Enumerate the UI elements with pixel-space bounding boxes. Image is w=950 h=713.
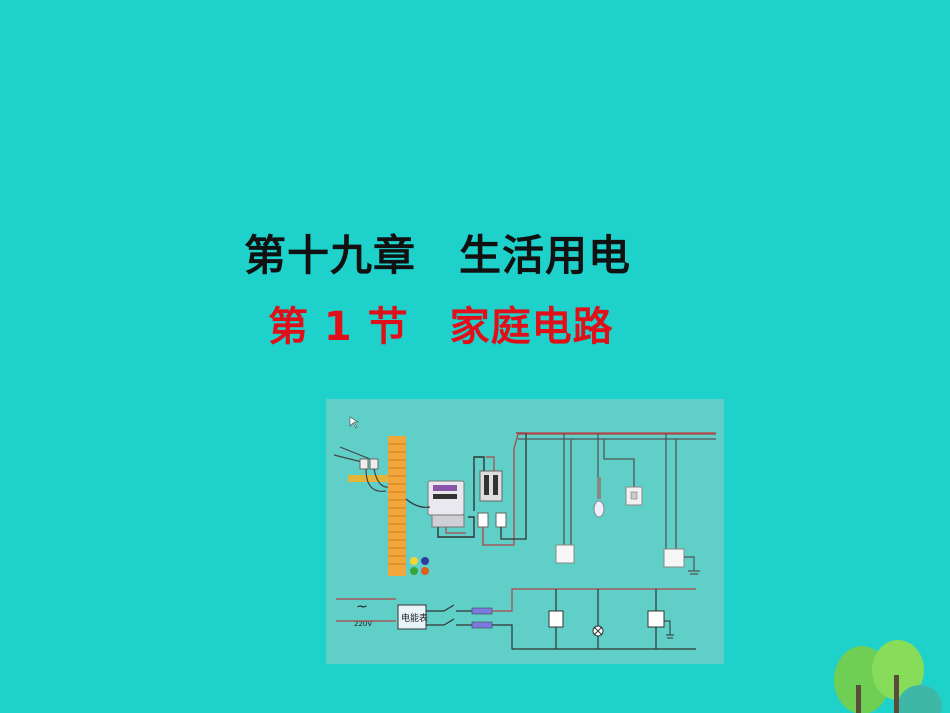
- voltage-label: 220V: [354, 620, 372, 628]
- indicator-dot: [421, 567, 429, 575]
- lamp: [593, 477, 605, 518]
- fuse-symbol: [471, 607, 493, 615]
- meter-label: 电能表: [401, 612, 428, 624]
- fuse-symbol: [471, 621, 493, 629]
- ac-symbol: ~: [356, 599, 368, 615]
- schematic: ~ 220V 电能表: [336, 588, 696, 650]
- support-bar: [348, 475, 400, 482]
- meter-symbol: [397, 604, 427, 630]
- socket-symbol: [548, 610, 564, 628]
- indicator-dot: [410, 557, 418, 565]
- indicator-dot: [421, 557, 429, 565]
- cursor-icon: [349, 416, 360, 429]
- knife-switch: [479, 470, 503, 502]
- energy-meter: [427, 480, 465, 528]
- household-circuit-diagram: ~ 220V 电能表: [326, 399, 724, 664]
- three-pin-socket-symbol: [647, 610, 665, 628]
- slide-subtitle: 第 1 节 家庭电路: [268, 304, 614, 350]
- fuse: [495, 512, 507, 528]
- three-pin-socket: [663, 548, 685, 568]
- brick-wall: [388, 436, 406, 576]
- indicator-dot: [410, 567, 418, 575]
- insulator: [369, 458, 379, 470]
- insulator: [359, 458, 369, 470]
- fuse: [477, 512, 489, 528]
- slide-title: 第十九章 生活用电: [244, 231, 632, 280]
- two-pin-socket: [555, 544, 575, 564]
- tree-decoration-icon: [834, 640, 942, 713]
